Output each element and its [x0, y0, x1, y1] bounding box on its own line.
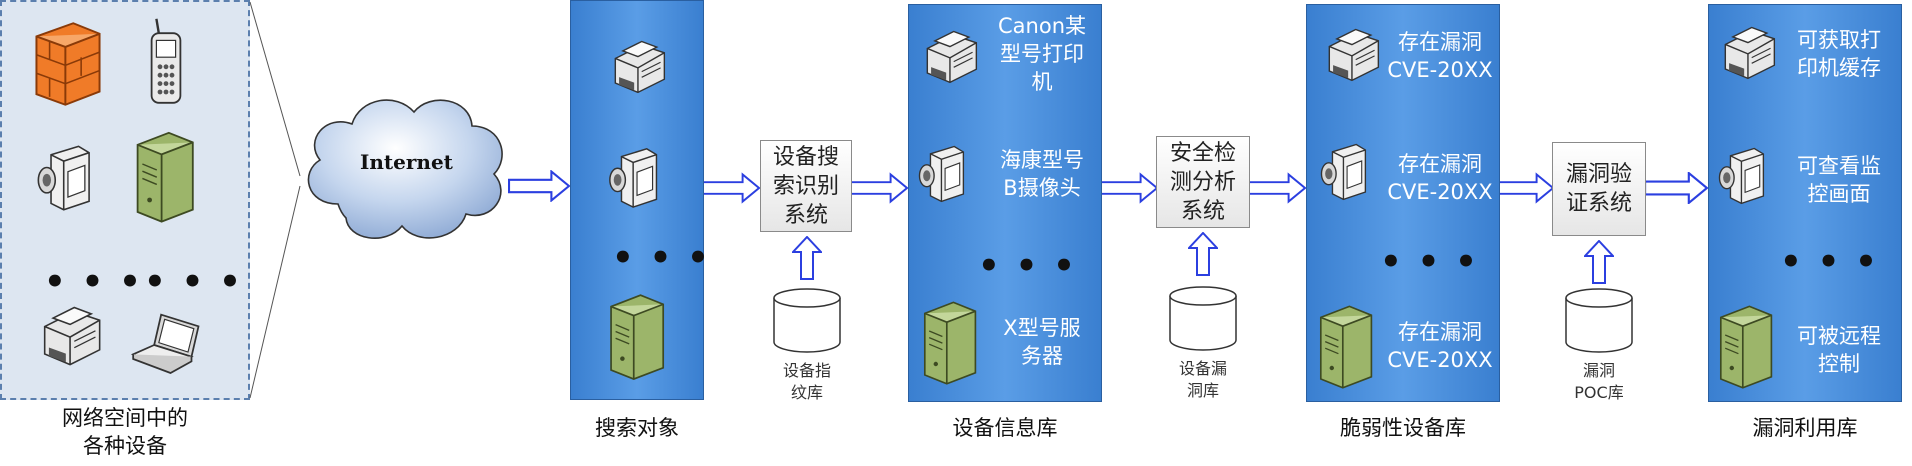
devices-caption: 网络空间中的 各种设备 — [62, 406, 188, 458]
server-icon — [916, 296, 982, 388]
search-objects-ellipsis: • • • — [612, 238, 711, 278]
printer-icon — [1714, 22, 1780, 82]
fingerprint-db-icon — [772, 288, 842, 354]
arrow-cloud-to-search — [508, 170, 570, 202]
search-objects-caption: 搜索对象 — [595, 416, 679, 440]
device-info-item-1: Canon某 型号打印 机 — [998, 14, 1086, 94]
printer-icon — [1318, 24, 1384, 84]
device-info-ellipsis: • • • — [978, 246, 1077, 286]
camera-icon — [914, 140, 978, 206]
vulnerability-verification-system-label: 漏洞验 证系统 — [1565, 162, 1632, 216]
arrow-process3-to-exploit — [1644, 172, 1708, 204]
device-info-item-2: 海康型号 B摄像头 — [1000, 148, 1084, 200]
poc-db-icon — [1564, 288, 1634, 354]
exploit-item-3: 可被远程 控制 — [1797, 324, 1881, 376]
poc-db-label: 漏洞 POC库 — [1574, 361, 1624, 402]
server-icon — [1312, 300, 1378, 392]
device-search-system: 设备搜 索识别 系统 — [760, 140, 852, 232]
arrow-process2-to-vuln — [1248, 172, 1306, 204]
arrow-db2-up — [1188, 232, 1218, 276]
printer-icon — [916, 26, 982, 86]
vulnerable-item-2: 存在漏洞 CVE-20XX — [1387, 152, 1493, 204]
internet-label: Internet — [360, 150, 453, 174]
arrow-vuln-to-process3 — [1496, 172, 1554, 204]
vulnerable-caption: 脆弱性设备库 — [1340, 416, 1466, 440]
camera-icon — [604, 142, 672, 212]
camera-icon — [1316, 138, 1380, 204]
exploit-item-1: 可获取打 印机缓存 — [1797, 28, 1881, 80]
device-search-system-label: 设备搜 索识别 系统 — [772, 144, 839, 228]
camera-icon — [1714, 142, 1778, 208]
internet-cloud — [307, 99, 503, 239]
arrow-db3-up — [1584, 240, 1614, 284]
printer-icon — [604, 36, 670, 96]
exploit-caption: 漏洞利用库 — [1752, 416, 1858, 440]
server-icon — [602, 290, 670, 382]
vulnerable-item-3: 存在漏洞 CVE-20XX — [1387, 320, 1493, 372]
security-analysis-system-label: 安全检 测分析 系统 — [1169, 140, 1236, 224]
vulnerability-db-icon — [1168, 286, 1238, 352]
vulnerable-item-1: 存在漏洞 CVE-20XX — [1387, 30, 1493, 82]
vulnerability-verification-system: 漏洞验 证系统 — [1552, 142, 1646, 236]
security-analysis-system: 安全检 测分析 系统 — [1156, 136, 1250, 228]
device-info-item-3: X型号服 务器 — [1003, 316, 1081, 368]
vulnerability-db-label: 设备漏 洞库 — [1178, 359, 1227, 400]
vulnerable-ellipsis: • • • — [1380, 242, 1479, 282]
exploit-ellipsis: • • • — [1780, 242, 1879, 282]
arrow-search-to-process1 — [702, 172, 760, 204]
arrow-db1-up — [792, 236, 822, 280]
arrow-process1-to-info — [850, 172, 908, 204]
exploit-item-2: 可查看监 控画面 — [1797, 154, 1881, 206]
server-icon — [1712, 300, 1778, 392]
fingerprint-db-label: 设备指 纹库 — [782, 361, 831, 402]
arrow-info-to-process2 — [1100, 172, 1158, 204]
device-info-caption: 设备信息库 — [952, 416, 1058, 440]
